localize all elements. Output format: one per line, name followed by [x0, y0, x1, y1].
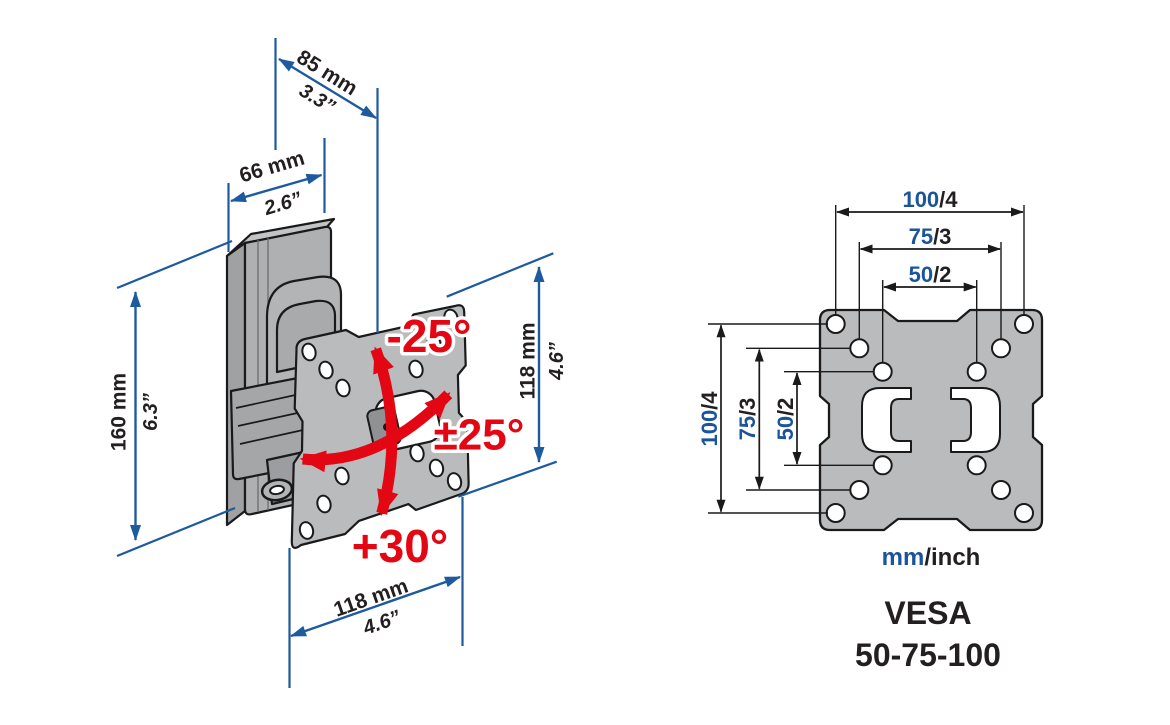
unit-label: mm/inch [882, 544, 981, 571]
dim-v-50: 50/2 [773, 371, 874, 466]
dim-v-75-label: 75/3 [735, 398, 760, 441]
vesa-pattern-view: 100/4 75/3 50/2 100/4 75/3 [697, 187, 1044, 673]
dim-v-75: 75/3 [735, 347, 851, 491]
swivel-angle-label: ±25° [434, 411, 525, 460]
plate-cutout-left [861, 387, 912, 453]
dim-h-50: 50/2 [882, 262, 978, 363]
dim-v-50-label: 50/2 [773, 398, 798, 441]
dim-h-100-label: 100/4 [902, 187, 958, 212]
mount-perspective-view: 85 mm 3.3” 66 mm 2.6” 160 mm 6.3” 118 mm… [108, 38, 568, 688]
dim-66mm-inch-label: 2.6” [261, 188, 304, 220]
dim-v-100-label: 100/4 [697, 391, 722, 447]
dim-160mm-inch-label: 6.3” [140, 393, 162, 431]
dim-160mm-label: 160 mm [108, 373, 131, 451]
vesa-title: VESA [884, 595, 971, 631]
dim-v-100: 100/4 [697, 323, 828, 514]
vesa-sizes: 50-75-100 [855, 637, 1001, 673]
dim-h-100: 100/4 [835, 187, 1025, 316]
tilt-up-angle-label: -25° [387, 310, 472, 362]
dim-h-75-label: 75/3 [909, 224, 952, 249]
dim-160mm: 160 mm 6.3” [108, 239, 236, 558]
dim-118mm-side-inch-label: 4.6” [546, 342, 568, 381]
dim-h-75: 75/3 [858, 224, 1002, 340]
dim-118mm-side-label: 118 mm [517, 322, 540, 399]
tilt-down-angle-label: +30° [352, 520, 448, 572]
dim-118mm-side: 118 mm 4.6” [446, 252, 568, 498]
dim-h-50-label: 50/2 [909, 262, 952, 287]
swivel-arrow-icon [299, 390, 453, 473]
plate-cutout-right [950, 387, 1001, 453]
